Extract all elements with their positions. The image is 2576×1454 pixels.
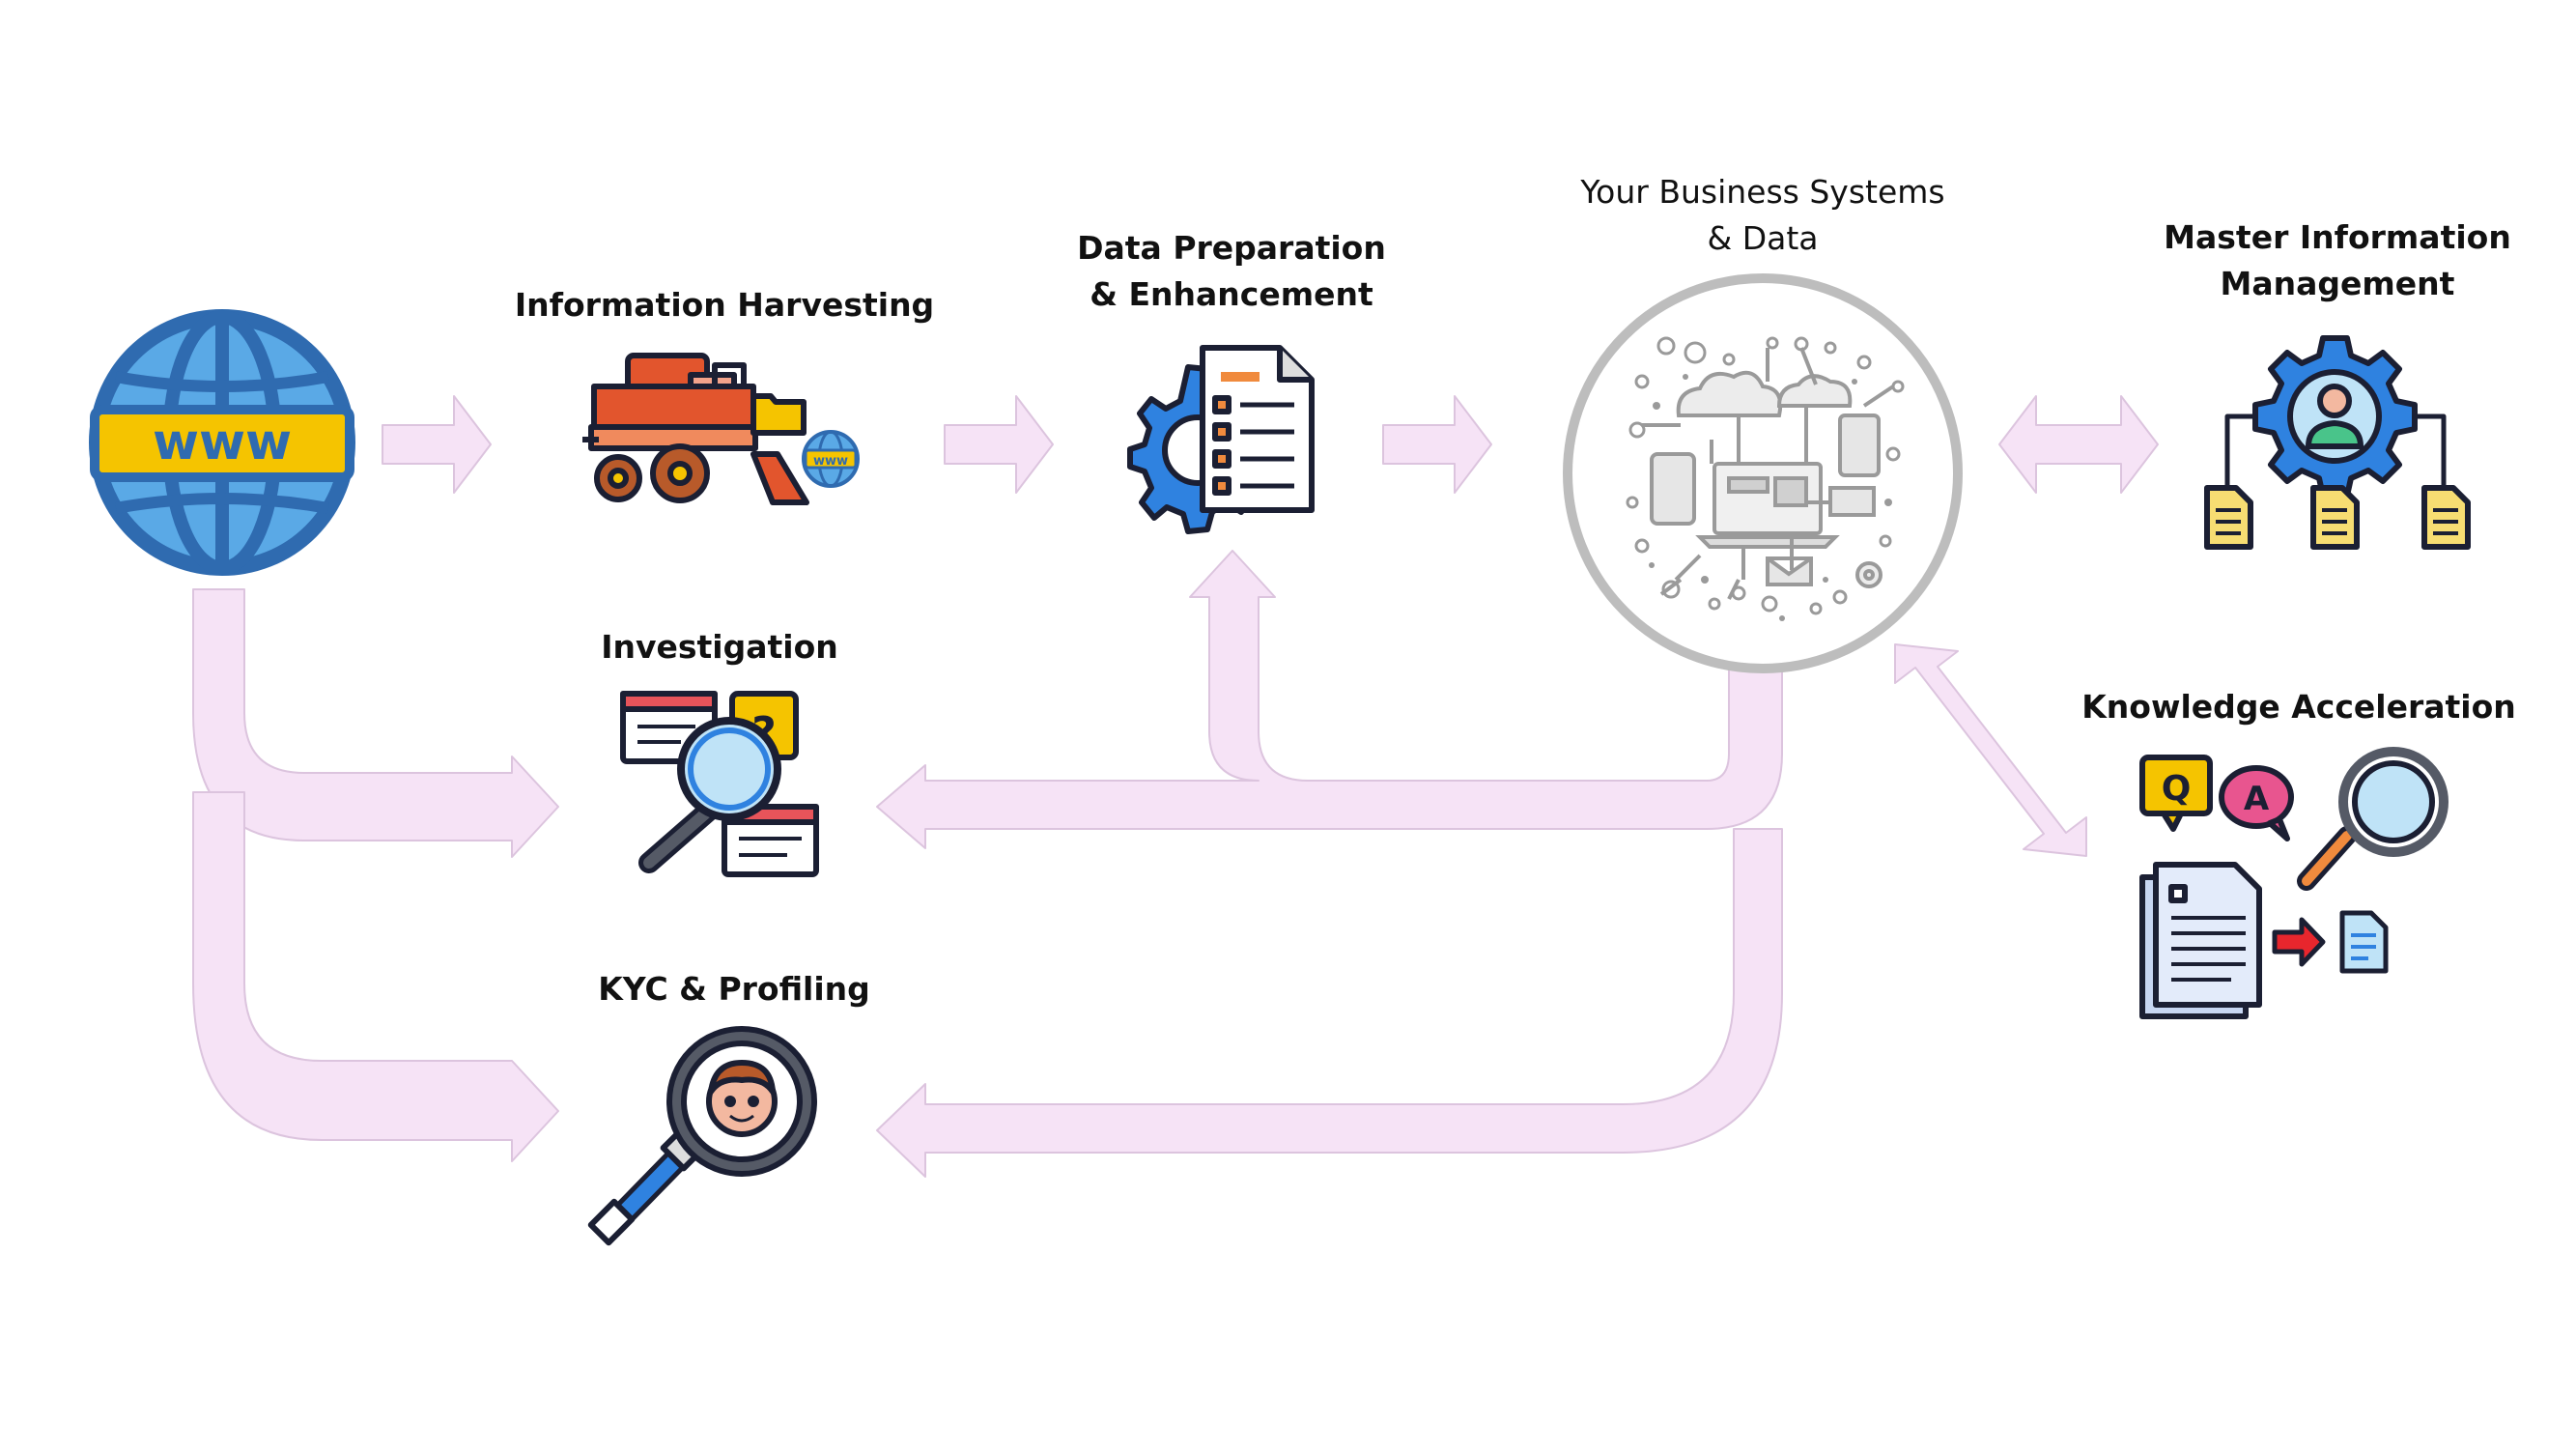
qa-documents-icon: Q A [2139, 747, 2449, 1019]
arrow-www-to-investigation [192, 588, 559, 858]
gear-user-hierarchy-icon [2204, 335, 2471, 550]
arrow-preparation-to-business [1382, 395, 1492, 494]
globe-banner-text: www [153, 413, 292, 471]
label-business-systems: Your Business Systems & Data [1580, 173, 1945, 257]
arrow-business-to-investigation [876, 550, 1783, 849]
label-kyc-profiling: KYC & Profiling [598, 970, 870, 1008]
arrow-business-knowledge-bidirectional [1894, 643, 2087, 857]
network-devices-icon [1563, 273, 1963, 673]
q-glyph: Q [2162, 769, 2192, 809]
arrow-business-master-bidirectional [1998, 395, 2159, 494]
arrow-harvesting-to-preparation [944, 395, 1054, 494]
arrow-www-to-kyc [192, 791, 559, 1162]
arrow-business-to-kyc [876, 828, 1783, 1178]
label-knowledge-acceleration: Knowledge Acceleration [2081, 688, 2516, 726]
label-investigation: Investigation [601, 628, 838, 666]
harvester-badge-text: www [813, 454, 848, 469]
label-information-harvesting: Information Harvesting [514, 286, 935, 324]
harvester-icon: www [582, 353, 860, 505]
globe-www-icon: www [89, 309, 355, 576]
a-glyph: A [2244, 780, 2270, 818]
arrow-www-to-harvesting [382, 395, 492, 494]
label-master-information: Master Information Management [2164, 218, 2511, 302]
gear-document-icon [1127, 345, 1315, 534]
label-data-preparation: Data Preparation & Enhancement [1077, 229, 1386, 313]
investigation-magnifier-icon: ? [620, 691, 819, 877]
profile-magnifier-icon [587, 1026, 817, 1246]
